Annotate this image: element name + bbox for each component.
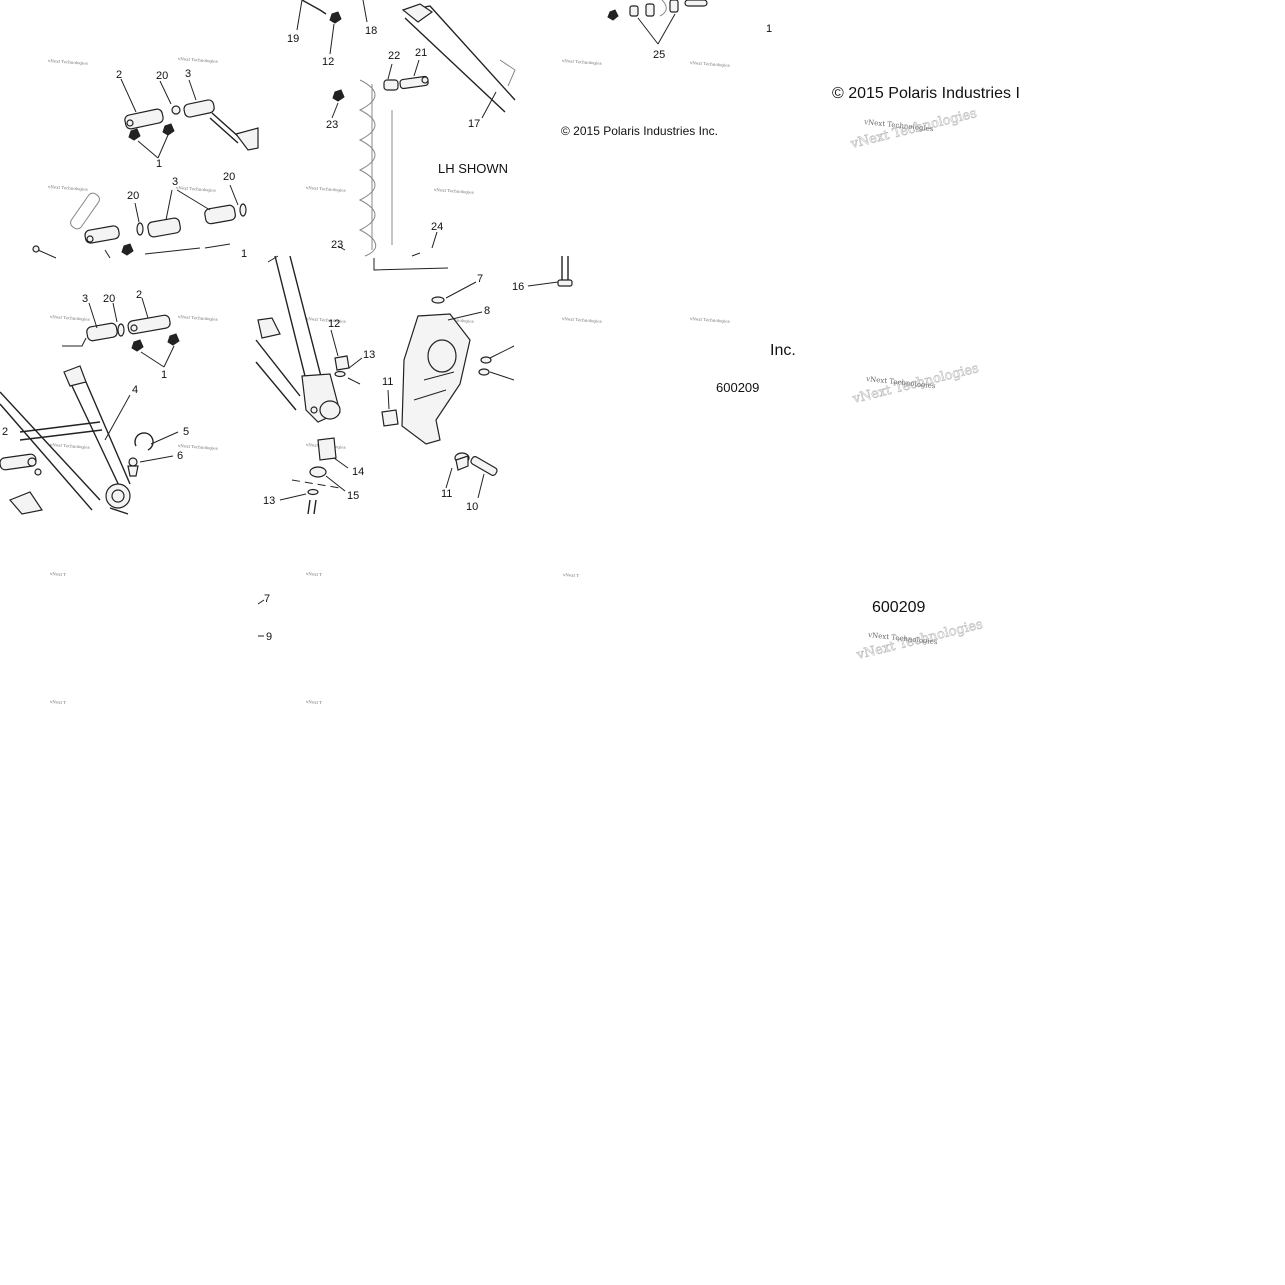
callout-1: 1 [241,248,247,260]
callout-1: 1 [161,369,167,381]
callout-16: 16 [512,281,524,293]
drawing-number: 600209 [716,380,759,395]
callout-3: 3 [172,176,178,188]
callout-17: 17 [468,118,480,130]
callout-7: 7 [264,593,270,605]
callout-20: 20 [156,70,168,82]
callout-11: 11 [441,488,452,500]
watermark: vNext Technologies [47,184,88,192]
callout-2: 2 [136,289,142,301]
callout-14: 14 [352,466,364,478]
callout-3: 3 [185,68,191,80]
callout-6: 6 [177,450,183,462]
callout-13: 13 [263,495,275,507]
callout-25: 25 [653,49,665,61]
watermark: vNext T [562,572,580,578]
watermark: vNext T [305,699,323,705]
watermark: vNext Technologies [177,314,218,322]
callout-8: 8 [484,305,490,317]
watermark: vNext Technologies [175,185,216,193]
callout-9: 9 [266,631,272,643]
watermark: vNext Technologies [47,58,88,66]
callout-18: 18 [365,25,377,37]
callout-24: 24 [431,221,443,233]
callout-11: 11 [382,376,393,388]
watermark: vNext Technologies [49,314,90,322]
watermark: vNext T [49,571,67,577]
callout-2: 2 [116,69,122,81]
callout-4: 4 [132,384,138,396]
watermark-large-group: vNext Technologies vNext Technologies vN… [848,106,985,664]
watermark: vNext Technologies [689,316,730,324]
copyright: © 2015 Polaris Industries Inc. [561,124,718,138]
watermark: vNext Technologies [689,60,730,68]
callout-20: 20 [103,293,115,305]
spindle-area [255,255,573,515]
callout-20: 20 [127,190,139,202]
watermark: vNext Technologies [177,443,218,451]
callout-12: 12 [322,56,334,68]
callout-2: 2 [2,426,8,438]
watermark: vNext Technologies [433,187,474,195]
callout-labels: 1 25 19 18 12 22 21 23 17 2 20 3 1 20 3 … [2,23,772,643]
callout-15: 15 [347,490,359,502]
callout-20: 20 [223,171,235,183]
callout-3: 3 [82,293,88,305]
callout-21: 21 [415,47,427,59]
watermark: vNext T [49,699,67,705]
drawing-number-large: 600209 [872,599,925,616]
callout-13: 13 [363,349,375,361]
view-label: LH SHOWN [438,161,508,176]
copyright-large: © 2015 Polaris Industries I [832,85,1020,102]
copyright-fragment: Inc. [770,342,796,359]
lower-pivot-pins [32,184,247,259]
watermark: vNext Technologies [49,442,90,450]
callout-23: 23 [326,119,338,131]
watermark: vNext Technologies [561,58,602,66]
watermark: vNext T [305,571,323,577]
callout-23: 23 [331,239,343,251]
upper-pivot-pins [120,78,259,159]
watermark: vNext Technologies [305,316,346,324]
callout-1: 1 [156,158,162,170]
callout-10: 10 [466,501,478,513]
spindle-fasteners [607,0,708,45]
callout-1: 1 [766,23,772,35]
callout-12: 12 [328,318,340,330]
callout-19: 19 [287,33,299,45]
callout-5: 5 [183,426,189,438]
watermark: vNext Technologies [305,185,346,193]
leader-line [257,599,265,637]
lower-a-arm [0,297,180,515]
watermark: vNext Technologies [177,56,218,64]
callout-7: 7 [477,273,483,285]
upper-control-arm [296,0,516,271]
callout-22: 22 [388,50,400,62]
watermark: vNext Technologies [561,316,602,324]
